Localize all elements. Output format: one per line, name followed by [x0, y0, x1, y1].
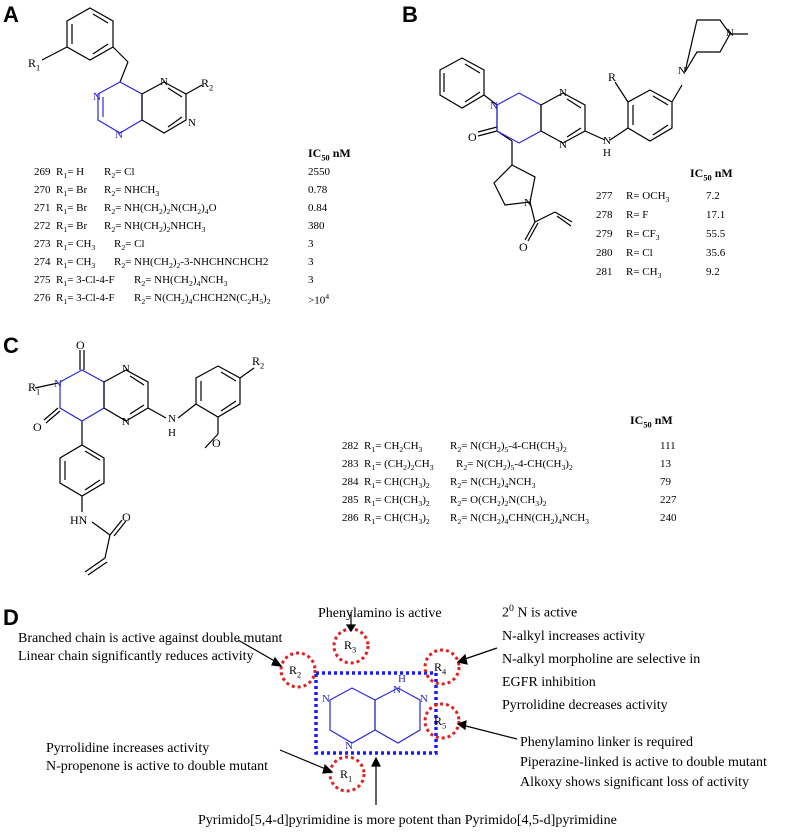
- d-note-bottom: Pyrimido[5,4-d]pyrimidine is more potent…: [198, 813, 617, 828]
- b-n-amide-label: N: [524, 197, 532, 209]
- d-note-right-1: 20 N is active: [502, 603, 578, 621]
- panel-label-d: D: [3, 605, 19, 630]
- d-note-bottom-left: Pyrrolidine increases activity N-propeno…: [46, 740, 268, 776]
- d-note-right-4: EGFR inhibition: [502, 674, 596, 690]
- c-n-link-label: N: [168, 413, 176, 425]
- d-r2-circle: [279, 651, 317, 689]
- a-r1-label: R1: [28, 56, 41, 73]
- d-note-bottom-right: Phenylamino linker is required Piperazin…: [520, 733, 767, 793]
- d-r2-label: R2: [289, 663, 302, 680]
- d-note-right: 20 N is active N-alkyl increases activit…: [502, 597, 700, 717]
- b-r-label: R: [608, 70, 617, 84]
- d-note-bottom-right-3: Alkoxy shows significant loss of activit…: [520, 775, 750, 790]
- d-arrow-right: [461, 647, 498, 661]
- b-pyrimidine-ring: [540, 92, 586, 144]
- d-note-right-3: N-alkyl morpholine are selective in: [502, 651, 701, 667]
- c-n-ring2-label: N: [122, 416, 130, 428]
- b-n-blue1-label: N: [490, 100, 498, 112]
- table-b-header: IC50 nM: [690, 166, 733, 183]
- d-n2-label: N: [345, 740, 353, 752]
- d-note-top: Phenylamino is active: [318, 606, 442, 621]
- b-o-label: O: [468, 130, 477, 144]
- panel-label-a: A: [3, 2, 19, 27]
- b-aniline-ring: [627, 89, 673, 142]
- b-n-pip2-label: N: [726, 27, 734, 39]
- d-note-left-2: Linear chain significantly reduces activ…: [18, 649, 254, 664]
- d-arrow-left: [237, 639, 279, 664]
- b-n-ring2-label: N: [559, 139, 567, 151]
- d-n1-label: N: [322, 693, 330, 705]
- panel-label-c: C: [3, 333, 19, 358]
- c-n-blue1-label: N: [54, 378, 62, 390]
- a-n1-label: N: [93, 91, 101, 103]
- d-arrow-bottom-right: [461, 724, 518, 740]
- d-n3-label: N: [393, 684, 401, 696]
- d-note-right-2: N-alkyl increases activity: [502, 628, 646, 644]
- b-phenyl-ring: [439, 57, 485, 109]
- c-blue-ring: [59, 369, 105, 422]
- table-a-header: IC50 nM: [308, 146, 351, 163]
- c-o4-label: O: [212, 436, 221, 450]
- d-r1-label: R1: [340, 767, 353, 784]
- c-r2-label: R2: [252, 354, 265, 371]
- a-blue-ring: [97, 81, 143, 134]
- d-scaffold: [329, 687, 421, 744]
- b-h-label: H: [603, 147, 611, 159]
- b-n-ring1-label: N: [559, 87, 567, 99]
- b-piperazine: [684, 19, 731, 73]
- c-r1-label: R1: [28, 380, 41, 397]
- d-arrow-bottom-left: [279, 749, 329, 771]
- d-r1-circle: [328, 755, 366, 793]
- d-note-right-5: Pyrrolidine decreases activity: [502, 697, 668, 713]
- a-benzene-ring: [66, 7, 114, 61]
- c-aniline-ring: [195, 365, 241, 418]
- c-phenyl-ring: [59, 444, 105, 497]
- c-o1-label: O: [76, 338, 85, 352]
- d-dotted-box: [314, 671, 438, 755]
- a-n2-label: N: [115, 129, 123, 141]
- d-note-left-1: Branched chain is active against double …: [18, 631, 283, 646]
- d-note-left: Branched chain is active against double …: [18, 630, 282, 666]
- d-r5-circle: [423, 702, 461, 740]
- b-nh-label: N: [603, 135, 611, 147]
- c-o2-label: O: [33, 420, 42, 434]
- d-note-bottom-right-2: Piperazine-linked is active to double mu…: [520, 755, 767, 770]
- c-h-label: H: [168, 427, 176, 439]
- table-c-header: IC50 nM: [630, 413, 673, 430]
- d-r5-label: R5: [434, 714, 447, 731]
- b-pyrrolidine: [493, 164, 536, 206]
- d-n4-label: N: [420, 693, 428, 705]
- a-r2-label: R2: [201, 76, 214, 93]
- b-o2-label: O: [519, 240, 528, 254]
- a-n3-label: N: [160, 76, 168, 88]
- d-r4-circle: [423, 648, 461, 686]
- c-n-ring1-label: N: [122, 363, 130, 375]
- d-note-bottom-right-1: Phenylamino linker is required: [520, 735, 694, 750]
- b-n-pip1-label: N: [678, 65, 686, 77]
- d-h-label: H: [398, 673, 406, 685]
- d-r4-label: R4: [434, 660, 447, 677]
- a-n4-label: N: [188, 117, 196, 129]
- panel-label-b: B: [402, 2, 418, 27]
- c-pyrimidine-ring: [103, 369, 149, 422]
- d-r3-label: R3: [344, 638, 357, 655]
- d-note-bottom-left-1: Pyrrolidine increases activity: [46, 741, 210, 756]
- c-nh-label: HN: [70, 513, 88, 527]
- c-o3-label: O: [122, 510, 131, 524]
- a-right-ring: [141, 81, 187, 134]
- d-note-bottom-left-2: N-propenone is active to double mutant: [46, 759, 268, 774]
